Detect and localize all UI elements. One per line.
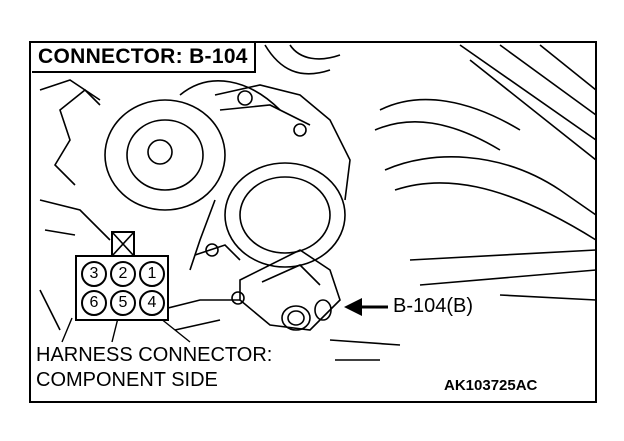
pin-5: 5 (110, 290, 136, 316)
pin-4: 4 (139, 290, 165, 316)
pin-3: 3 (81, 261, 107, 287)
figure-border (29, 41, 597, 403)
leader-lines (61, 317, 191, 343)
connector-title: CONNECTOR: B-104 (32, 43, 256, 73)
figure-code: AK103725AC (444, 377, 538, 394)
caption-line-1: HARNESS CONNECTOR: (36, 344, 273, 366)
pin-2: 2 (110, 261, 136, 287)
callout-arrow (344, 298, 388, 316)
engine-sketch (39, 44, 597, 361)
caption-line-2: COMPONENT SIDE (36, 369, 218, 391)
callout-label: B-104(B) (391, 295, 476, 317)
pin-1: 1 (139, 261, 165, 287)
pin-6: 6 (81, 290, 107, 316)
